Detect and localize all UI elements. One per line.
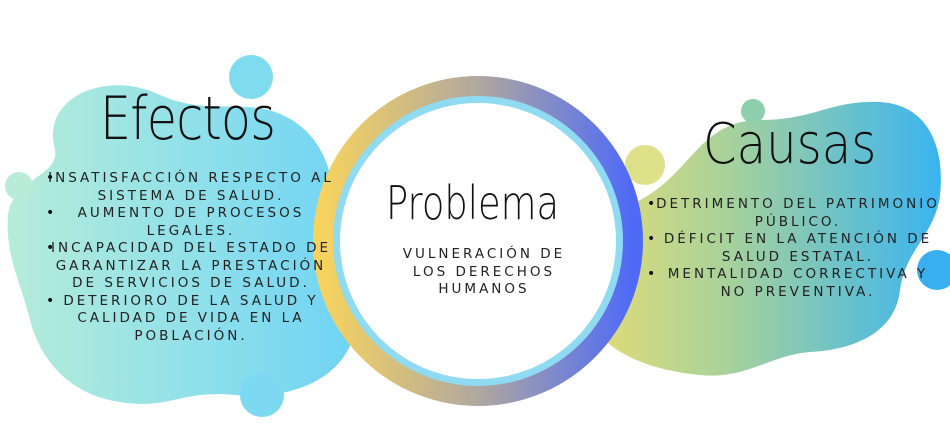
efectos-item: Deterioro de la salud y calidad de vida …	[40, 293, 342, 346]
right-bubble-top	[741, 99, 765, 123]
causas-list: Detrimento del patrimonio público. Défic…	[647, 196, 941, 301]
left-bubble-bottom	[240, 373, 284, 417]
left-bubble-top	[229, 55, 273, 99]
efectos-item: Incapacidad del Estado de garantizar la …	[40, 240, 342, 293]
causas-item: Déficit en la atención de salud estatal.	[647, 231, 941, 266]
problema-title: Problema	[386, 176, 560, 230]
problema-text: Vulneración de los derechos humanos	[402, 246, 566, 297]
right-bubble-yellow	[625, 145, 665, 185]
left-bubble-small	[5, 172, 33, 200]
causas-item: Mentalidad correctiva y no preventiva.	[647, 266, 941, 301]
causas-item: Detrimento del patrimonio público.	[647, 196, 941, 231]
efectos-item: Insatisfacción respecto al sistema de sa…	[40, 170, 342, 205]
efectos-title: Efectos	[100, 84, 276, 154]
efectos-item: Aumento de procesos legales.	[40, 205, 342, 240]
causas-title: Causas	[703, 112, 877, 177]
problem-inner-mask	[340, 103, 616, 379]
efectos-list: Insatisfacción respecto al sistema de sa…	[40, 170, 342, 345]
